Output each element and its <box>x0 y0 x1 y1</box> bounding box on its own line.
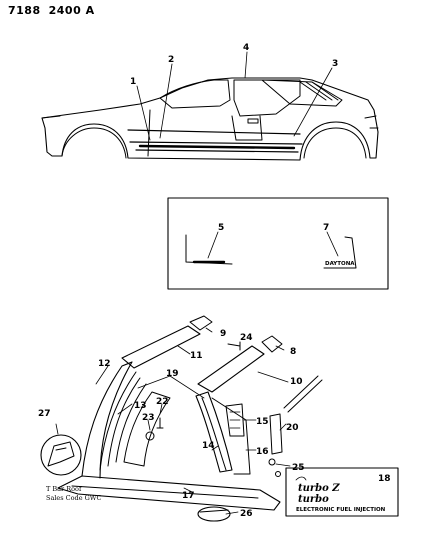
callout-8: 8 <box>290 347 296 357</box>
turbo-z-decal-text: turbo Z <box>298 483 340 494</box>
callout-15: 15 <box>256 417 269 427</box>
callout-22: 22 <box>156 397 169 407</box>
callout-11: 11 <box>190 351 203 361</box>
callout-1: 1 <box>130 77 136 87</box>
note-line-1: T Bar Roof <box>46 485 82 493</box>
callout-3: 3 <box>332 59 338 69</box>
t-bar-note: T Bar Roof Sales Code GWC <box>46 485 101 502</box>
diagram-number: 2400 A <box>48 4 95 17</box>
callout-16: 16 <box>256 447 269 457</box>
callout-19: 19 <box>166 369 179 379</box>
callout-25: 25 <box>292 463 305 473</box>
callout-23: 23 <box>142 413 155 423</box>
decal-18-box <box>285 467 399 517</box>
callout-2: 2 <box>168 55 174 65</box>
part-26-pad <box>197 506 231 522</box>
decal-inset-box <box>167 197 389 290</box>
callout-10: 10 <box>290 377 303 387</box>
car-side-view <box>41 77 379 161</box>
callout-5: 5 <box>218 223 224 233</box>
part-27-detail <box>40 434 82 476</box>
callout-20: 20 <box>286 423 299 433</box>
callout-26: 26 <box>240 509 253 519</box>
diagram-header: 7188 2400 A <box>8 4 103 17</box>
callout-17: 17 <box>182 491 195 501</box>
lower-leader-lines <box>55 327 291 515</box>
decal-texts: DAYTONA turbo Z turbo ELECTRONIC FUEL IN… <box>296 261 386 513</box>
callout-7: 7 <box>323 223 329 233</box>
callout-13: 13 <box>134 401 147 411</box>
callout-24: 24 <box>240 333 253 343</box>
callout-27: 27 <box>38 409 51 419</box>
note-line-2: Sales Code GWC <box>46 494 101 502</box>
callout-12: 12 <box>98 359 111 369</box>
callout-labels: 1 2 3 4 5 7 8 9 10 11 12 13 14 15 16 17 … <box>38 43 391 519</box>
diagram-code: 7188 <box>8 4 41 17</box>
efi-decal-text: ELECTRONIC FUEL INJECTION <box>296 507 386 513</box>
turbo-decal-text: turbo <box>298 494 329 505</box>
car-leader-lines <box>136 51 333 141</box>
callout-9: 9 <box>220 329 226 339</box>
daytona-decal-text: DAYTONA <box>325 261 355 267</box>
callout-14: 14 <box>202 441 215 451</box>
callout-4: 4 <box>243 43 249 53</box>
callout-18: 18 <box>378 474 391 484</box>
lower-parts-exploded <box>57 315 323 511</box>
